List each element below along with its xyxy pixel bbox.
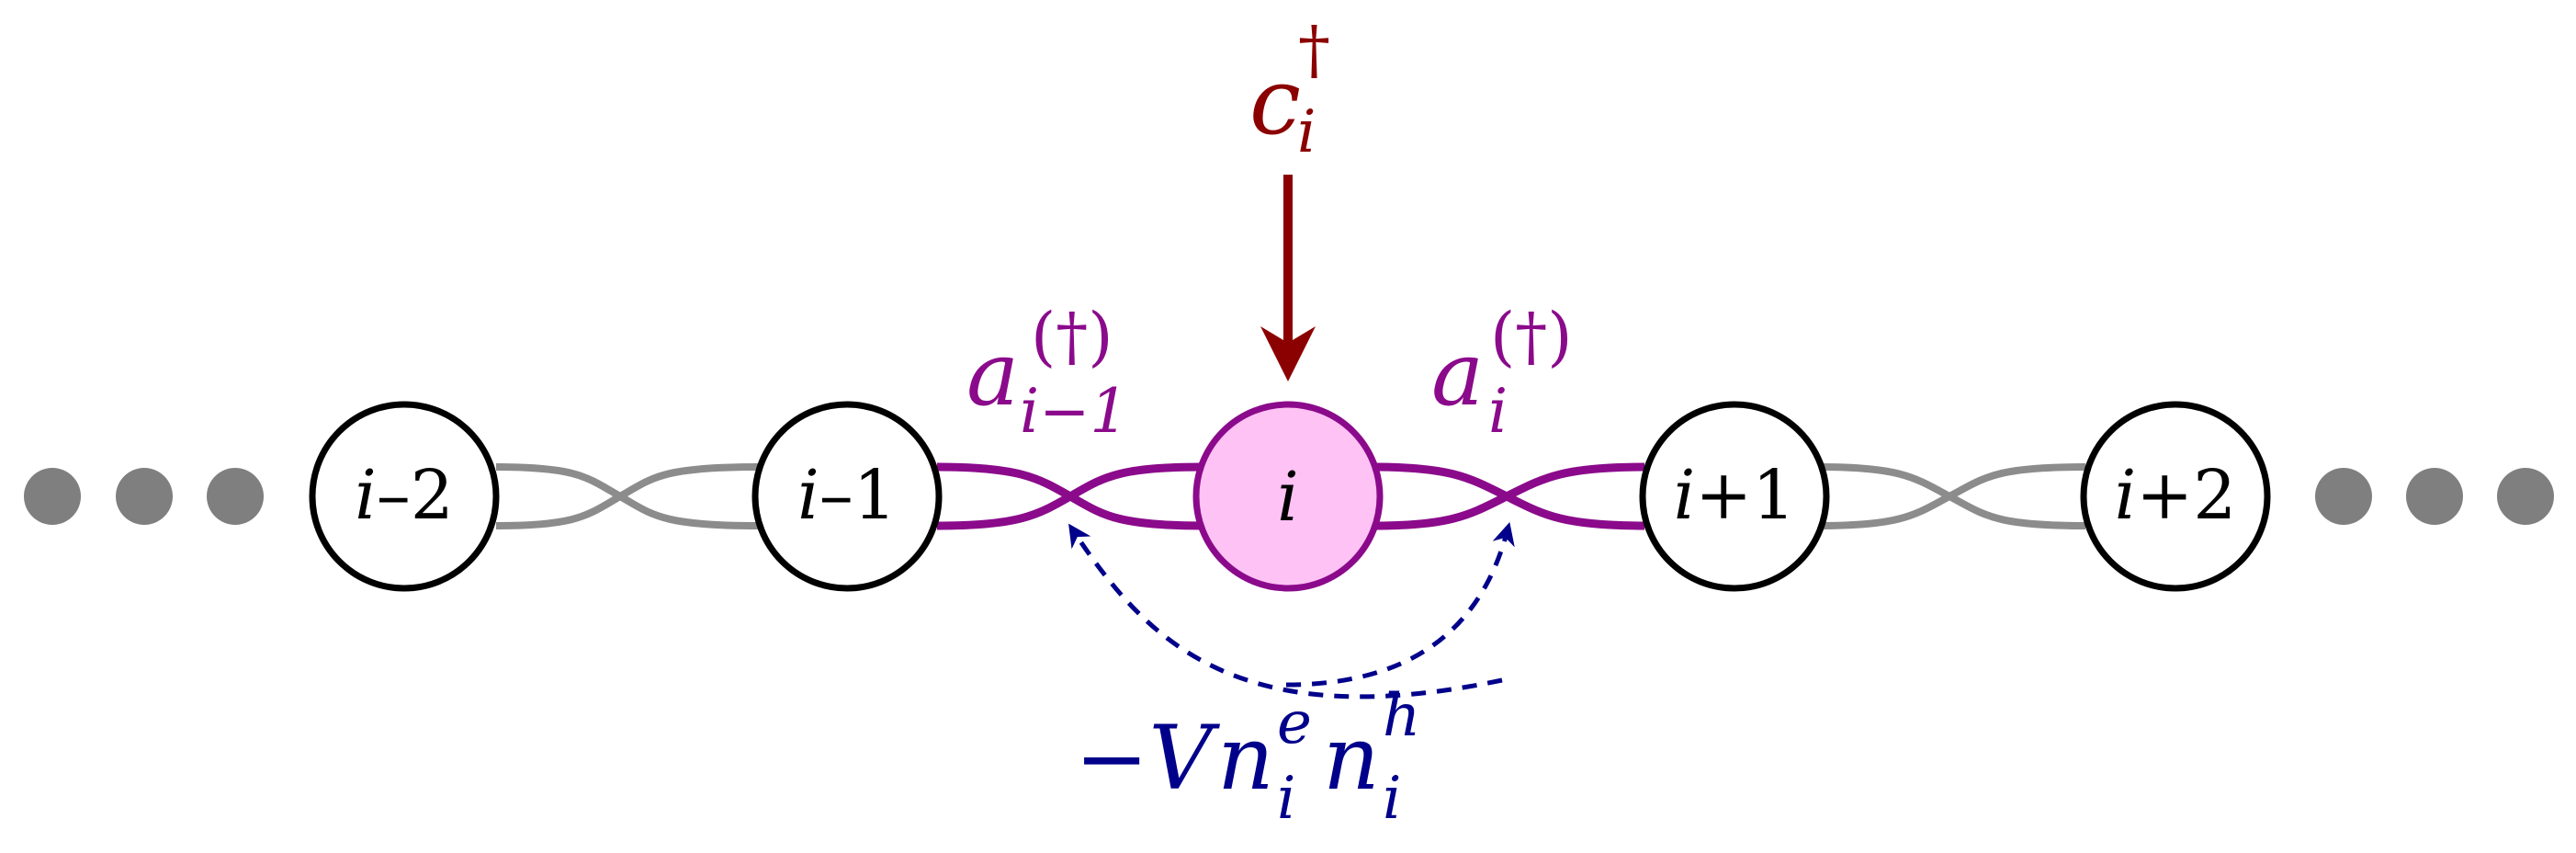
right-link-operator-base: a [1431, 323, 1484, 426]
interaction-prefix: −V [1075, 707, 1220, 810]
interaction-n2-sup: h [1383, 682, 1420, 750]
ellipsis-dot [24, 468, 81, 525]
site-node [1639, 401, 1830, 592]
ellipsis-dot [2406, 468, 2463, 525]
interaction-n1: n [1217, 707, 1274, 810]
left-link-operator-sup: (†) [1031, 299, 1113, 374]
left-link-operator-sub: i−1 [1020, 376, 1128, 447]
creation-operator: c † i [1249, 12, 1330, 381]
ellipsis-right [2315, 468, 2554, 525]
interaction-n1-sup: e [1277, 689, 1312, 757]
site-label: i+2 [2115, 456, 2237, 535]
right-link-operator-sup: (†) [1490, 299, 1573, 374]
link-i-1-to-i [936, 462, 1204, 530]
link-i-2-to-i-1 [495, 463, 759, 529]
site-i-2: i–2 [309, 401, 500, 592]
creation-operator-sub: i [1297, 98, 1316, 166]
interaction-arc [1068, 523, 1503, 699]
ellipsis-left [24, 468, 264, 525]
creation-operator-label: c [1249, 48, 1301, 155]
left-link-operator-base: a [966, 323, 1019, 426]
link-i-to-i+1 [1373, 462, 1645, 530]
site-label: i [1277, 458, 1299, 537]
site-node-highlighted [1192, 401, 1384, 592]
site-i-1: i–1 [751, 401, 943, 592]
interaction-n1-sub: i [1277, 765, 1295, 833]
site-i+1: i+1 [1639, 401, 1830, 592]
right-link-operator: a (†) i [1431, 299, 1573, 447]
ellipsis-dot [2497, 468, 2554, 525]
right-link-operator-sub: i [1488, 376, 1508, 447]
site-node [751, 401, 943, 592]
interaction-n2-sub: i [1383, 765, 1401, 833]
site-i: i [1192, 401, 1384, 592]
creation-operator-sup: † [1298, 12, 1330, 87]
ellipsis-dot [116, 468, 173, 525]
site-label: i–1 [797, 456, 897, 535]
left-link-operator: a (†) i−1 [966, 299, 1128, 447]
interaction-label: −V n e i n h i [1075, 682, 1420, 833]
site-label: i+1 [1674, 456, 1796, 535]
ellipsis-dot [207, 468, 264, 525]
site-node [309, 401, 500, 592]
ellipsis-dot [2315, 468, 2372, 525]
site-label: i–2 [355, 456, 454, 535]
interaction-n2: n [1323, 707, 1380, 810]
link-i+1-to-i+2 [1818, 463, 2086, 529]
site-i+2: i+2 [2080, 401, 2271, 592]
site-node [2080, 401, 2271, 592]
